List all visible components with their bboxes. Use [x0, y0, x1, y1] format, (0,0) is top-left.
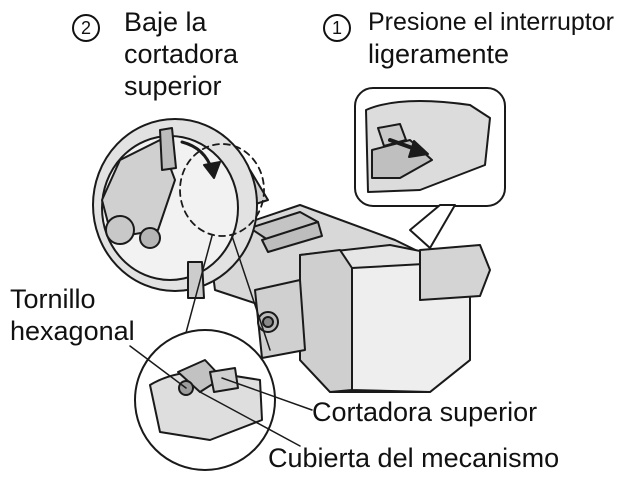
step-2-label-line-2: cortadora — [124, 39, 239, 69]
zoom-area-circle — [179, 143, 265, 237]
lower-arrow-icon — [180, 140, 221, 179]
hex-bolt-label-line-2: hexagonal — [10, 316, 135, 346]
step-1-label-line-2: ligeramente — [368, 39, 510, 69]
callout-leaders — [129, 345, 313, 447]
mechanism-magnifier — [134, 235, 276, 471]
mechanism-cover-label: Cubierta del mecanismo — [268, 443, 560, 473]
switch-inset — [354, 87, 506, 249]
motor-housing — [254, 244, 491, 393]
step-2-label-line-3: superior — [124, 71, 222, 101]
step-1-number-badge: 1 — [323, 14, 351, 42]
upper-cutter-label: Cortadora superior — [312, 397, 538, 427]
press-arrow-icon — [388, 138, 429, 158]
hex-bolt-label-line-1: Tornillo — [10, 284, 96, 314]
step-1-label-line-1: Presione el interruptor — [368, 8, 614, 36]
step-2-number-badge: 2 — [72, 14, 100, 42]
step-2-label-line-1: Baje la — [124, 7, 207, 37]
